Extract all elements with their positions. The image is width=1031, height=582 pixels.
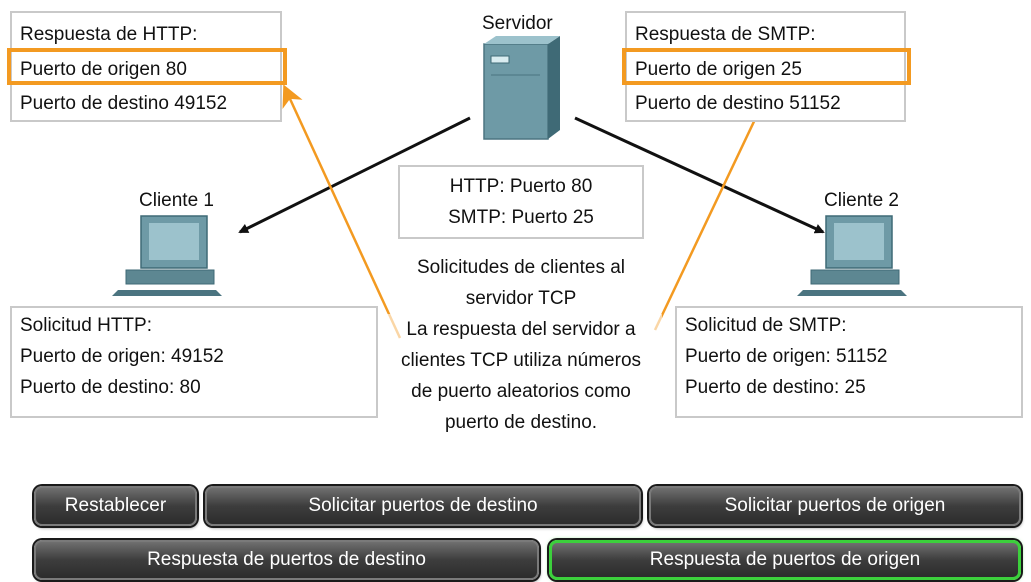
smtp-source-port-highlight bbox=[622, 48, 911, 85]
http-request-title: Solicitud HTTP: bbox=[20, 315, 152, 336]
request-source-ports-button[interactable]: Solicitar puertos de origen bbox=[649, 486, 1021, 526]
caption-line-2: servidor TCP bbox=[465, 288, 577, 309]
arrow-http-response bbox=[282, 84, 402, 339]
http-response-box: Respuesta de HTTP: Puerto de origen 80 P… bbox=[10, 11, 282, 122]
client2-label: Cliente 2 bbox=[824, 190, 899, 211]
server-label: Servidor bbox=[482, 13, 553, 34]
reset-button[interactable]: Restablecer bbox=[34, 486, 197, 526]
response-source-ports-button[interactable]: Respuesta de puertos de origen bbox=[549, 540, 1021, 580]
caption-line-4: clientes TCP utiliza números bbox=[400, 350, 642, 371]
arrow-server-to-client2 bbox=[574, 116, 825, 234]
http-source-port-highlight bbox=[7, 48, 287, 85]
response-dest-ports-button[interactable]: Respuesta de puertos de destino bbox=[34, 540, 539, 580]
smtp-request-source-port: Puerto de origen: 51152 bbox=[685, 346, 888, 367]
smtp-response-source-port: Puerto de origen 25 bbox=[635, 59, 802, 80]
http-response-source-port: Puerto de origen 80 bbox=[20, 59, 187, 80]
arrow-smtp-response bbox=[653, 88, 771, 331]
ports-http: HTTP: Puerto 80 bbox=[449, 176, 593, 197]
http-response-dest-port: Puerto de destino 49152 bbox=[20, 93, 228, 114]
smtp-response-box: Respuesta de SMTP: Puerto de origen 25 P… bbox=[625, 11, 906, 122]
http-request-box: Solicitud HTTP: Puerto de origen: 49152 … bbox=[10, 306, 378, 418]
smtp-response-dest-port: Puerto de destino 51152 bbox=[635, 93, 841, 114]
arrow-server-to-client1 bbox=[238, 116, 471, 234]
ports-smtp: SMTP: Puerto 25 bbox=[448, 207, 594, 228]
http-request-source-port: Puerto de origen: 49152 bbox=[20, 346, 224, 367]
smtp-request-box: Solicitud de SMTP: Puerto de origen: 511… bbox=[675, 306, 1023, 418]
smtp-response-title: Respuesta de SMTP: bbox=[635, 24, 816, 45]
caption-line-6: puerto de destino. bbox=[444, 412, 598, 433]
client1-label: Cliente 1 bbox=[139, 190, 214, 211]
caption-line-1: Solicitudes de clientes al bbox=[416, 257, 626, 278]
request-dest-ports-button[interactable]: Solicitar puertos de destino bbox=[205, 486, 641, 526]
smtp-request-title: Solicitud de SMTP: bbox=[685, 315, 847, 336]
ports-info-box: HTTP: Puerto 80 SMTP: Puerto 25 bbox=[398, 165, 644, 239]
smtp-request-dest-port: Puerto de destino: 25 bbox=[685, 377, 866, 398]
caption-line-5: de puerto aleatorios como bbox=[411, 381, 631, 402]
caption-line-3: La respuesta del servidor a bbox=[380, 314, 662, 345]
http-response-title: Respuesta de HTTP: bbox=[20, 24, 198, 45]
http-request-dest-port: Puerto de destino: 80 bbox=[20, 377, 201, 398]
caption: Solicitudes de clientes al servidor TCP … bbox=[380, 252, 662, 438]
